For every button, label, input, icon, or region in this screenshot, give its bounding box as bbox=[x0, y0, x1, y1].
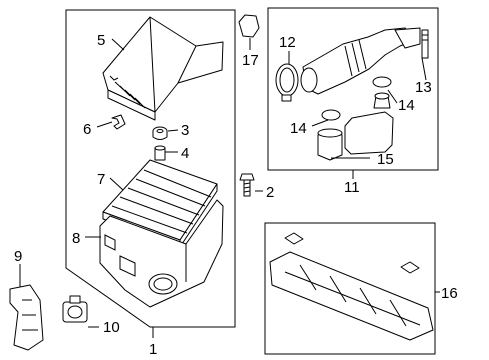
callout-12: 12 bbox=[279, 34, 296, 51]
breather-hose bbox=[421, 29, 429, 59]
callout-14-upper: 14 bbox=[398, 97, 415, 114]
callout-labels: 5 6 3 4 7 8 9 10 1 2 12 17 13 14 14 15 1… bbox=[14, 32, 458, 358]
leader-lines bbox=[19, 38, 440, 338]
callout-17: 17 bbox=[242, 52, 259, 69]
air-flow-sensor bbox=[62, 295, 88, 323]
callout-1: 1 bbox=[149, 341, 157, 358]
air-cleaner-group-frame bbox=[65, 9, 236, 328]
air-guide-group-box bbox=[264, 222, 436, 355]
callout-3: 3 bbox=[181, 122, 189, 139]
clamp bbox=[238, 14, 260, 38]
grommet bbox=[152, 126, 168, 140]
callout-15: 15 bbox=[377, 151, 394, 168]
hose-clamp bbox=[275, 63, 299, 102]
lower-housing bbox=[99, 199, 224, 308]
collar bbox=[154, 145, 166, 161]
callout-8: 8 bbox=[72, 230, 80, 247]
clamp-upper bbox=[372, 76, 392, 88]
callout-9: 9 bbox=[14, 248, 22, 265]
callout-4: 4 bbox=[181, 145, 189, 162]
clamp-lower bbox=[321, 109, 341, 121]
clip bbox=[111, 114, 126, 130]
callout-6: 6 bbox=[83, 121, 91, 138]
upper-housing-cover bbox=[102, 16, 224, 121]
intake-hose bbox=[300, 27, 421, 95]
callout-11: 11 bbox=[344, 179, 360, 196]
callout-16: 16 bbox=[441, 285, 458, 302]
callout-14-lower: 14 bbox=[290, 120, 307, 137]
resonator bbox=[317, 92, 394, 161]
callout-2: 2 bbox=[266, 184, 274, 201]
callout-10: 10 bbox=[103, 319, 120, 336]
bracket bbox=[9, 284, 44, 351]
callout-7: 7 bbox=[97, 171, 105, 188]
callout-5: 5 bbox=[97, 32, 105, 49]
bolt bbox=[239, 173, 255, 197]
air-guide-duct bbox=[269, 232, 434, 341]
callout-13: 13 bbox=[415, 79, 432, 96]
